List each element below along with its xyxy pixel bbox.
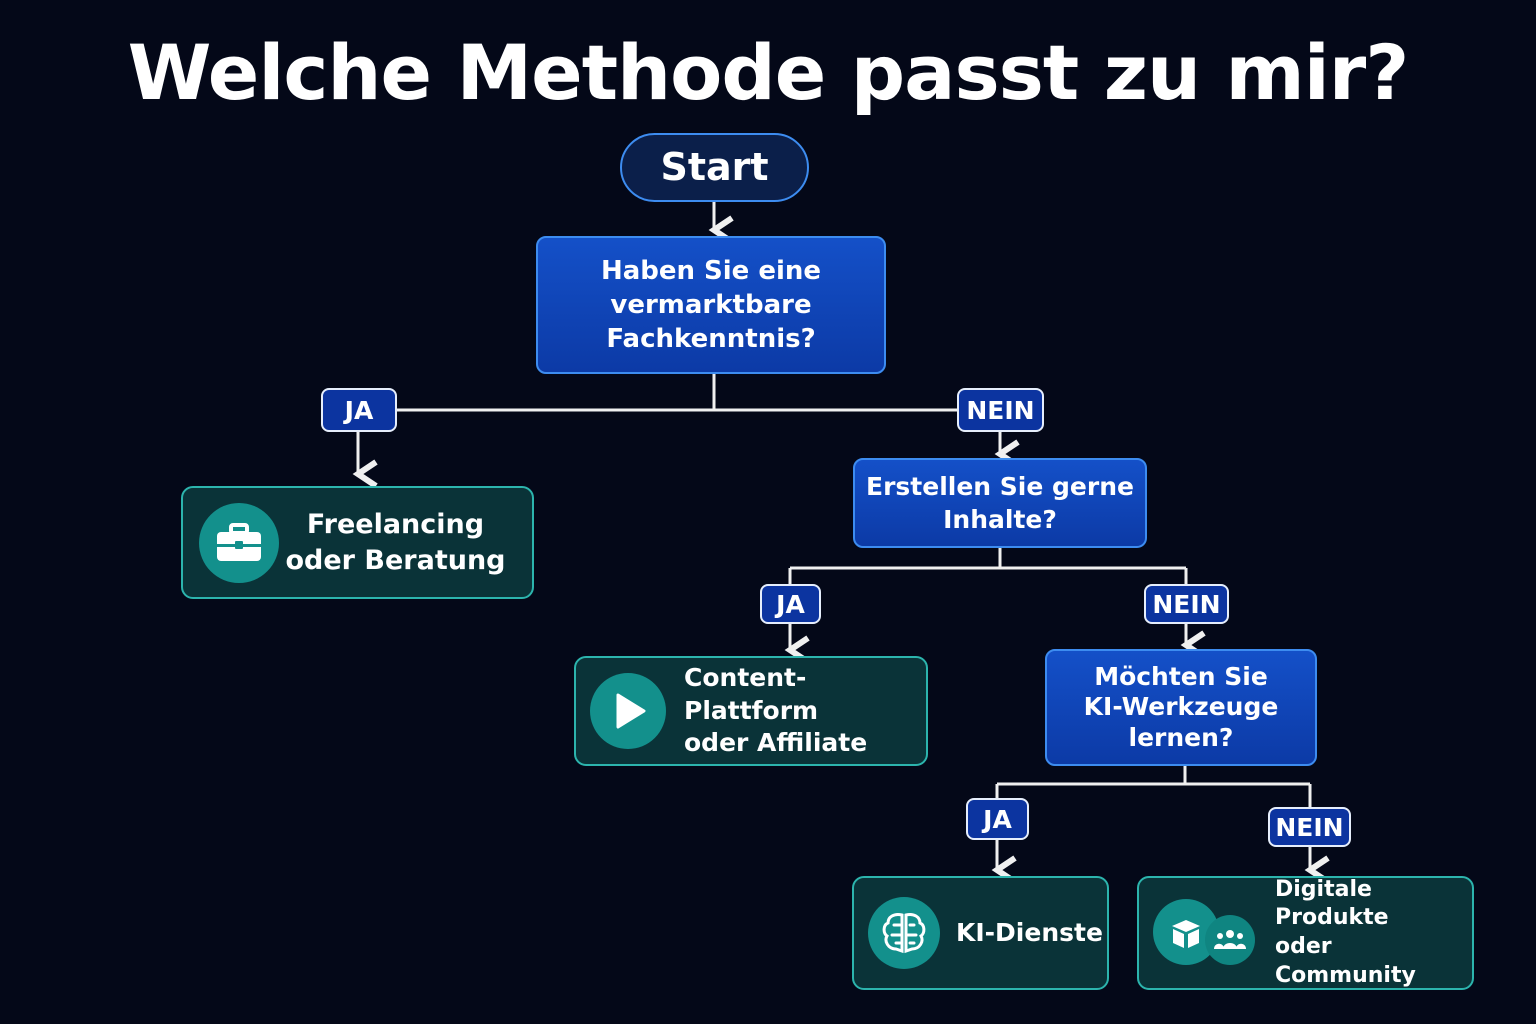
text-line: oder Beratung (285, 544, 506, 576)
label-yes: JA (321, 388, 397, 432)
play-icon (590, 673, 666, 749)
text-line: Digitale Produkte (1275, 876, 1389, 931)
start-node: Start (620, 133, 809, 202)
label-yes: JA (760, 584, 821, 624)
brain-circuit-icon (868, 897, 940, 969)
text-line: KI-Dienste (956, 917, 1103, 947)
label-no: NEIN (1144, 584, 1229, 624)
text-line: lernen? (1128, 722, 1234, 752)
people-icon (1205, 915, 1255, 965)
text-line: Erstellen Sie gerne (866, 472, 1134, 501)
text-line: Inhalte? (943, 505, 1057, 534)
text-line: oder Affiliate (684, 728, 868, 758)
text-line: Fachkenntnis? (606, 324, 816, 355)
page-title: Welche Methode passt zu mir? (127, 28, 1410, 117)
text-line: Haben Sie eine (600, 255, 822, 286)
briefcase-icon (199, 502, 279, 583)
label-yes: JA (966, 798, 1029, 840)
label-no: NEIN (1268, 807, 1351, 847)
result-ai-services: KI-Dienste (852, 876, 1109, 990)
label-no: NEIN (957, 388, 1044, 432)
text-line: KI-Werkzeuge (1083, 692, 1279, 722)
text-line: Möchten Sie (1094, 661, 1268, 691)
text-line: vermarktbare (610, 289, 812, 320)
text-line: Content-Plattform (684, 663, 819, 725)
text-line: Freelancing (306, 509, 485, 541)
text-line: oder Community (1275, 934, 1416, 988)
